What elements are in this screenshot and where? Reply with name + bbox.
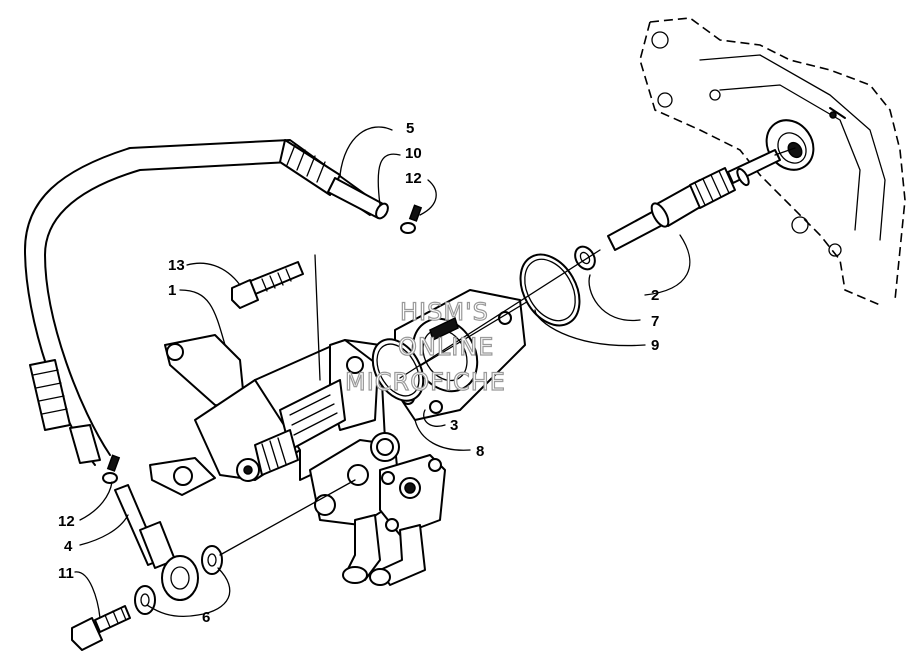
- leader-lines: [74, 126, 691, 619]
- pump-flange: [394, 289, 531, 421]
- callout-3: 3: [450, 417, 458, 434]
- cable-clips: [102, 204, 423, 484]
- callout-9: 9: [651, 337, 659, 354]
- banjo-fitting: [114, 479, 356, 615]
- drive-shaft-gear: [607, 147, 796, 251]
- callout-4: 4: [64, 538, 73, 555]
- callout-1: 1: [168, 282, 176, 299]
- bolt-13: [231, 261, 304, 309]
- o-rings: [371, 245, 601, 402]
- oil-pump-body: [149, 334, 446, 586]
- watermark-line-2: ONLINE: [398, 333, 494, 361]
- callout-6: 6: [202, 609, 210, 626]
- callout-7: 7: [651, 313, 659, 330]
- callout-13: 13: [168, 257, 185, 274]
- callout-8: 8: [476, 443, 484, 460]
- watermark-line-3: MICROFICHE: [345, 368, 506, 396]
- flex-cable: [24, 139, 389, 466]
- callout-10: 10: [405, 145, 422, 162]
- engine-case: [639, 17, 906, 306]
- bolt-11: [71, 605, 131, 651]
- callout-5: 5: [406, 120, 414, 137]
- callout-12-bottom: 12: [58, 513, 75, 530]
- callout-11: 11: [58, 565, 74, 582]
- watermark: HISM'S ONLINE MICROFICHE: [344, 297, 506, 396]
- callout-12-top: 12: [405, 170, 422, 187]
- watermark-line-1: HISM'S: [400, 298, 489, 326]
- callout-labels: 5 10 12 13 1 2 7 9 3 8 12 4 11 6: [58, 120, 659, 626]
- callout-2: 2: [651, 287, 659, 304]
